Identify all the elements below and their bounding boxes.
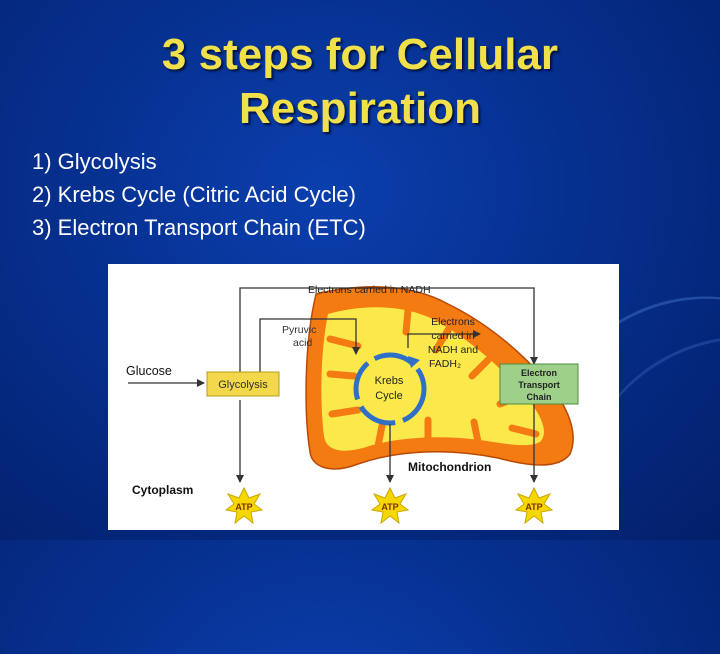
atp-burst-3: ATP [514, 486, 554, 525]
diagram-svg: Krebs Cycle Electrons carried in NADH Py… [126, 284, 579, 525]
etc-label-line-1: Electron [521, 368, 557, 378]
step-electron-transport-chain: 3) Electron Transport Chain (ETC) [32, 215, 366, 240]
glucose-label: Glucose [126, 364, 172, 378]
mitochondrion-label: Mitochondrion [408, 460, 491, 474]
glycolysis-box [206, 371, 280, 397]
electrons-nadh-fadh-label-line-1: Electrons [431, 316, 475, 328]
slide-title-line-1: 3 steps for Cellular [161, 30, 559, 79]
pyruvic-acid-label-line-2: acid [293, 337, 312, 349]
atp-burst-1: ATP [224, 486, 264, 525]
slide-title-line-2: Respiration [238, 84, 482, 133]
atp-burst-2: ATP [370, 486, 410, 525]
steps-list: 1) Glycolysis 2) Krebs Cycle (Citric Aci… [32, 145, 366, 244]
glycolysis-label: Glycolysis [218, 379, 268, 391]
krebs-cycle-ring [353, 352, 427, 426]
cytoplasm-label: Cytoplasm [132, 483, 193, 497]
krebs-cycle-label-line-1: Krebs [375, 375, 404, 387]
electrons-nadh-fadh-label-line-2: carried in [431, 330, 474, 342]
connector-lines [128, 287, 538, 483]
slide-title: 3 steps for Cellular Respiration [0, 28, 720, 136]
etc-label-line-3: Chain [526, 392, 551, 402]
atp-label: ATP [525, 502, 542, 512]
step-glycolysis: 1) Glycolysis [32, 149, 157, 174]
krebs-cycle-arrowhead [408, 356, 420, 368]
step-krebs-cycle: 2) Krebs Cycle (Citric Acid Cycle) [32, 182, 356, 207]
etc-box [499, 363, 579, 405]
electrons-nadh-fadh-label-line-4: FADH₂ [429, 358, 461, 370]
electrons-nadh-label: Electrons carried in NADH [308, 284, 431, 296]
etc-label-line-2: Transport [518, 380, 560, 390]
atp-label: ATP [235, 502, 252, 512]
electrons-nadh-fadh-label-line-3: NADH and [428, 344, 478, 356]
krebs-cycle-label-line-2: Cycle [375, 390, 403, 402]
atp-label: ATP [381, 502, 398, 512]
cellular-respiration-diagram: Krebs Cycle Electrons carried in NADH Py… [108, 264, 619, 530]
pyruvic-acid-label-line-1: Pyruvic [282, 324, 316, 336]
